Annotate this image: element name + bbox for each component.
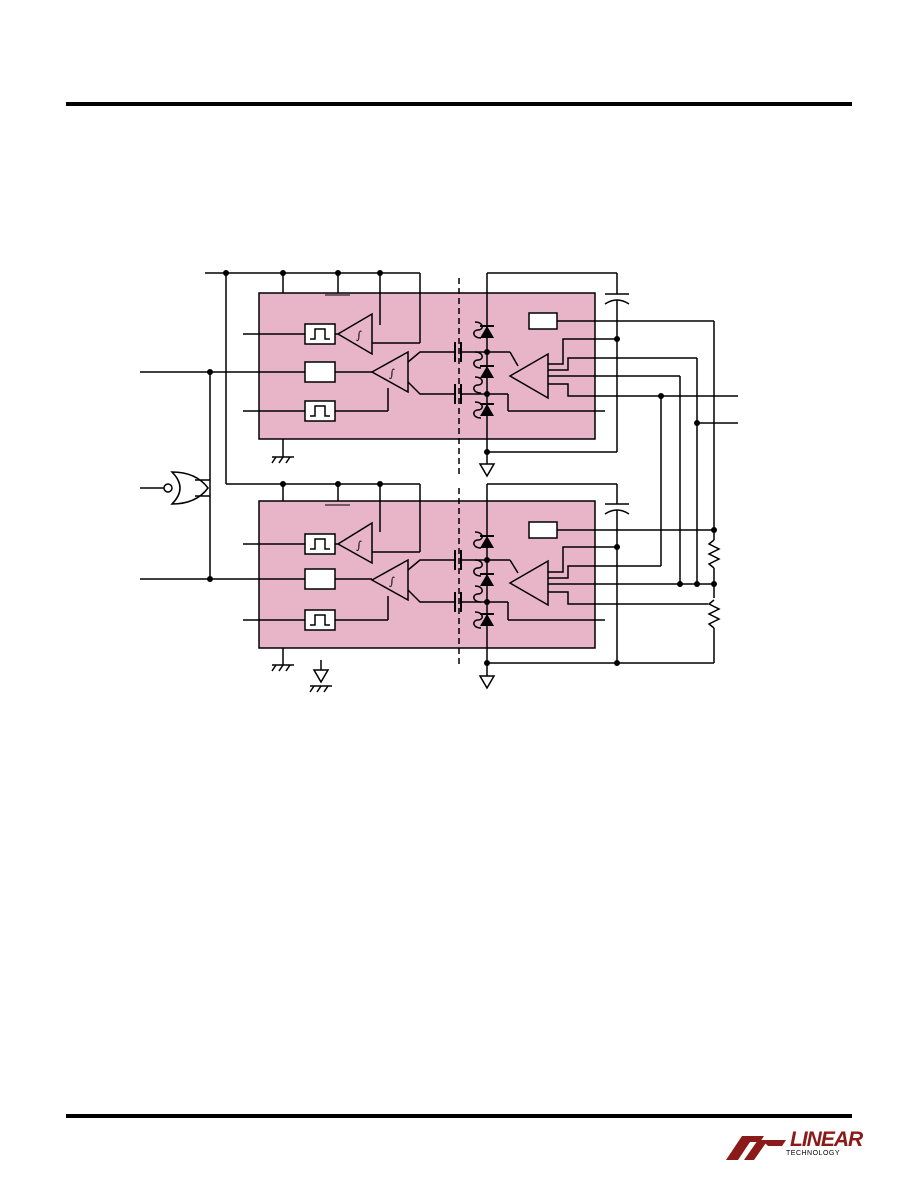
brand-name: LINEAR xyxy=(790,1128,863,1151)
svg-text:∫: ∫ xyxy=(389,575,395,588)
svg-text:∫: ∫ xyxy=(356,329,362,342)
linear-logo-icon xyxy=(726,1136,786,1160)
nor-gate xyxy=(140,372,211,579)
output-bus xyxy=(660,321,738,663)
brand-subname: TECHNOLOGY xyxy=(786,1150,841,1157)
svg-text:∫: ∫ xyxy=(389,367,395,380)
brand-wordmark: LINEAR TECHNOLOGY xyxy=(786,1128,863,1157)
svg-text:∫: ∫ xyxy=(356,539,362,552)
isolator-channel-bottom: ∫ ∫ xyxy=(140,273,717,693)
header-rule xyxy=(66,102,852,106)
isolator-channel-top: ∫ ∫ xyxy=(140,270,738,478)
footer-rule xyxy=(66,1114,852,1118)
